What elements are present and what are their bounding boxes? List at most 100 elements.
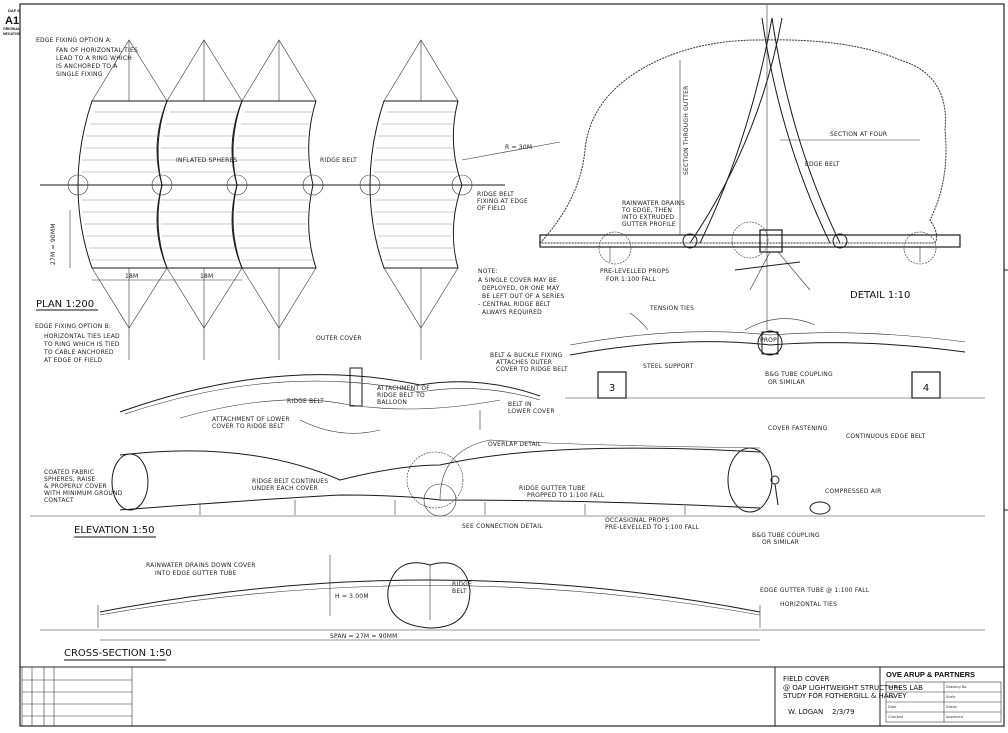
tb-label-4: Date <box>888 705 896 709</box>
occasional-props-1: PRE-LEVELLED TO 1:100 FALL <box>605 524 700 531</box>
stamp-line1: ORIGINAL <box>3 27 21 31</box>
coated-fabric-2: & PROPERLY COVER <box>44 483 107 490</box>
note-line-4: ALWAYS REQUIRED <box>482 309 542 316</box>
bag-tube-0: B&G TUBE COUPLING <box>765 371 833 378</box>
section-through-gutter: SECTION THROUGH GUTTER <box>683 86 690 176</box>
option-a-note-0: FAN OF HORIZONTAL TIES <box>56 47 138 54</box>
stamp-sheet-code: DAF 6 <box>8 8 20 13</box>
post-left-number: 3 <box>609 383 615 394</box>
elev-bag-tube-1: OR SIMILAR <box>762 539 799 546</box>
cross-section-title: CROSS-SECTION 1:50 <box>64 648 172 659</box>
plan-ridge-belt-label: RIDGE BELT <box>320 157 357 164</box>
steel-support-label: STEEL SUPPORT <box>643 363 694 370</box>
rainwater-cs-1: INTO EDGE GUTTER TUBE <box>155 570 237 577</box>
stamp-line2: NEGATIVE <box>3 32 21 36</box>
ridge-belt-fixing-2: OF FIELD <box>477 205 506 212</box>
elevation-title: ELEVATION 1:50 <box>74 525 155 536</box>
project-line-2: STUDY FOR FOTHERGILL & HARVEY <box>783 692 907 700</box>
title-block: FIELD COVER @ OAP LIGHTWEIGHT STRUCTURES… <box>20 666 1005 727</box>
see-connection: SEE CONNECTION DETAIL <box>462 523 543 530</box>
cs-edge-gutter: EDGE GUTTER TUBE @ 1:100 FALL <box>760 587 870 594</box>
tension-ties-label: TENSION TIES <box>649 305 694 312</box>
belt-lower-1: LOWER COVER <box>508 408 555 415</box>
option-b-title: EDGE FIXING OPTION B: <box>35 323 111 330</box>
ridge-continues-1: UNDER EACH COVER <box>252 485 318 492</box>
cross-section-view: RAINWATER DRAINS DOWN COVER INTO EDGE GU… <box>40 555 985 661</box>
rainwater-2: INTO EXTRUDED <box>622 214 674 221</box>
belt-buckle-0: BELT & BUCKLE FIXING <box>490 352 563 359</box>
cs-ridge-0: RIDGE <box>452 581 472 588</box>
cs-span: SPAN = 27m = 90mm <box>330 633 398 640</box>
option-b-note-3: AT EDGE OF FIELD <box>44 357 102 364</box>
drawing-date: 2/3/79 <box>832 708 855 716</box>
gutter-tube <box>539 234 961 248</box>
detail-view: SECTION THROUGH GUTTER SECTION AT FOUR E… <box>538 5 985 399</box>
project-line-0: FIELD COVER <box>783 675 830 683</box>
coated-fabric-4: CONTACT <box>44 497 74 504</box>
firm-name: OVE ARUP & PARTNERS <box>886 670 975 679</box>
tb-label-2: Rev <box>888 695 895 699</box>
note-line-2: BE LEFT OUT OF A SERIES <box>482 293 564 300</box>
pre-levelled-0: PRE-LEVELLED PROPS <box>600 268 669 275</box>
option-a-note-3: SINGLE FIXING <box>56 71 103 78</box>
ridge-belt-fixing-1: FIXING AT EDGE <box>477 198 528 205</box>
option-a-note-1: LEAD TO A RING WHICH <box>56 55 132 62</box>
rainwater-cs-0: RAINWATER DRAINS DOWN COVER <box>146 562 256 569</box>
compressed-air: COMPRESSED AIR <box>825 488 881 495</box>
rainwater-3: GUTTER PROFILE <box>622 221 676 228</box>
detail-title: DETAIL 1:10 <box>850 290 910 301</box>
cs-height: H = 3.00m <box>335 593 369 600</box>
overlap-detail: OUTER COVER RIDGE BELT ATTACHMENT OF RID… <box>119 335 568 448</box>
bag-tube-1: OR SIMILAR <box>768 379 805 386</box>
cs-ridge-1: BELT <box>452 588 467 595</box>
prop-label: PROP <box>760 337 777 344</box>
sheet-stamp: DAF 6 A1 ORIGINAL NEGATIVE <box>3 8 21 36</box>
ridge-gutter-0: RIDGE GUTTER TUBE <box>519 485 585 492</box>
attach-outer-2: BALLOON <box>377 399 407 406</box>
attach-outer-0: ATTACHMENT OF <box>377 385 430 392</box>
plan-bay-dim-2: 18m <box>200 273 213 280</box>
tb-label-7: Approved <box>946 715 963 719</box>
option-b-note-2: TO CABLE ANCHORED <box>43 349 114 356</box>
occasional-props-0: OCCASIONAL PROPS <box>605 517 670 524</box>
tb-label-1: Drawing No. <box>946 685 967 689</box>
note-line-0: A SINGLE COVER MAY BE <box>478 277 557 284</box>
continuous-edge-belt: CONTINUOUS EDGE BELT <box>846 433 926 440</box>
ridge-continues-0: RIDGE BELT CONTINUES <box>252 478 328 485</box>
belt-buckle-2: COVER TO RIDGE BELT <box>496 366 568 373</box>
coated-fabric-3: WITH MINIMUM GROUND <box>44 490 123 497</box>
section-at-four: SECTION AT FOUR <box>830 131 887 138</box>
sheet-border <box>19 3 1005 727</box>
note-title: NOTE: <box>478 268 498 275</box>
rainwater-0: RAINWATER DRAINS <box>622 200 685 207</box>
post-right-number: 4 <box>923 383 929 394</box>
option-b-note-0: HORIZONTAL TIES LEAD <box>44 333 120 340</box>
belt-lower-0: BELT IN <box>508 401 532 408</box>
detail-edge-belt: EDGE BELT <box>805 161 840 168</box>
tb-label-5: Drawn <box>946 705 957 709</box>
coated-fabric-0: COATED FABRIC <box>44 469 94 476</box>
attach-lower-1: COVER TO RIDGE BELT <box>212 423 284 430</box>
overlap-title: OVERLAP DETAIL <box>488 441 542 448</box>
coated-fabric-1: SPHERES, RAISE <box>44 476 96 483</box>
rainwater-1: TO EDGE, THEN <box>621 207 672 214</box>
inflated-spheres-label: INFLATED SPHERES <box>176 157 238 164</box>
plan-title: PLAN 1:200 <box>36 299 94 310</box>
elevation-view: COATED FABRIC SPHERES, RAISE & PROPERLY … <box>30 425 985 546</box>
plan-width-dim: 27m = 90mm <box>50 223 57 265</box>
cover-fastening: COVER FASTENING <box>768 425 828 432</box>
belt-buckle-1: ATTACHES OUTER <box>496 359 552 366</box>
ridge-belt-fixing-0: RIDGE BELT <box>477 191 514 198</box>
attach-lower-0: ATTACHMENT OF LOWER <box>212 416 290 423</box>
note-line-3: - CENTRAL RIDGE BELT <box>478 301 551 308</box>
plan-view: R ≈ 30m 27m = 90mm 18m 18m EDGE FIXING O… <box>35 37 564 364</box>
option-a-note-2: IS ANCHORED TO A <box>56 63 118 70</box>
elev-bag-tube-0: B&G TUBE COUPLING <box>752 532 820 539</box>
attach-outer-1: RIDGE BELT TO <box>377 392 425 399</box>
overlap-ridge-belt: RIDGE BELT <box>287 398 324 405</box>
note-line-1: DEPLOYED, OR ONE MAY <box>482 285 560 292</box>
plan-radius-label: R ≈ 30m <box>505 144 532 151</box>
outer-cover-label: OUTER COVER <box>316 335 362 342</box>
option-b-note-1: TO RING WHICH IS TIED <box>43 341 120 348</box>
